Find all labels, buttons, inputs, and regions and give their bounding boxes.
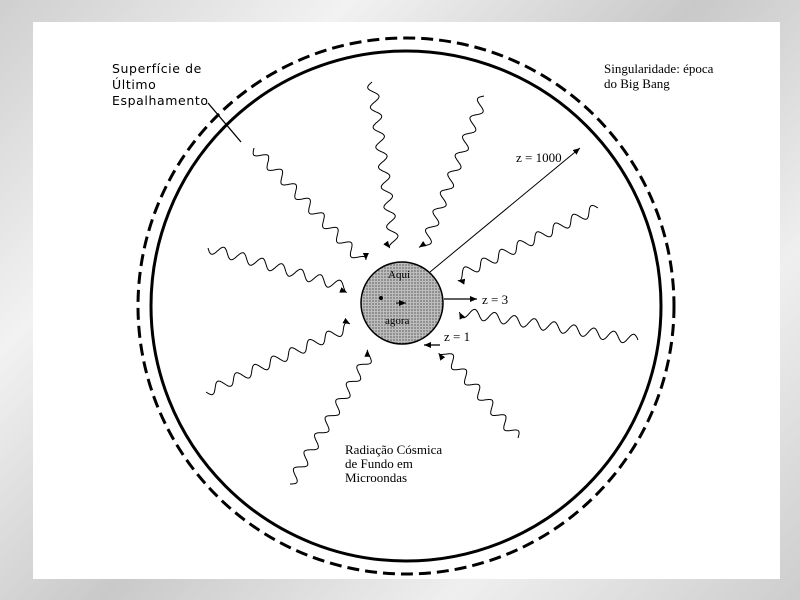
last-scattering-leader (207, 102, 242, 143)
cosmology-diagram: Superfície de Último Espalhamento Singul… (112, 36, 717, 576)
now-label: agora (385, 315, 410, 327)
z1-label: z = 1 (444, 329, 470, 344)
photon-wave (438, 353, 520, 439)
last-scattering-circle (149, 49, 663, 563)
singularity-label: Singularidade: época do Big Bang (604, 61, 717, 91)
z1000-arrow (429, 147, 581, 273)
z1000-label: z = 1000 (516, 150, 562, 165)
observer-dot (379, 296, 383, 300)
photon-wave (418, 95, 485, 248)
photon-wave (205, 317, 351, 396)
photon-wave (252, 147, 369, 260)
photon-wave (367, 81, 399, 249)
cmb-label: Radiação Cósmica de Fundo em Microondas (345, 442, 445, 485)
photon-wave (457, 205, 599, 285)
cmb-photon-waves (205, 81, 639, 485)
slide: Superfície de Último Espalhamento Singul… (33, 22, 780, 579)
photon-wave (290, 349, 372, 485)
last-scattering-label: Superfície de Último Espalhamento (112, 61, 209, 108)
here-label: Aqui (388, 269, 410, 281)
singularity-circle (136, 36, 676, 576)
photon-wave (458, 308, 639, 344)
photon-wave (207, 246, 347, 293)
z3-label: z = 3 (482, 292, 508, 307)
